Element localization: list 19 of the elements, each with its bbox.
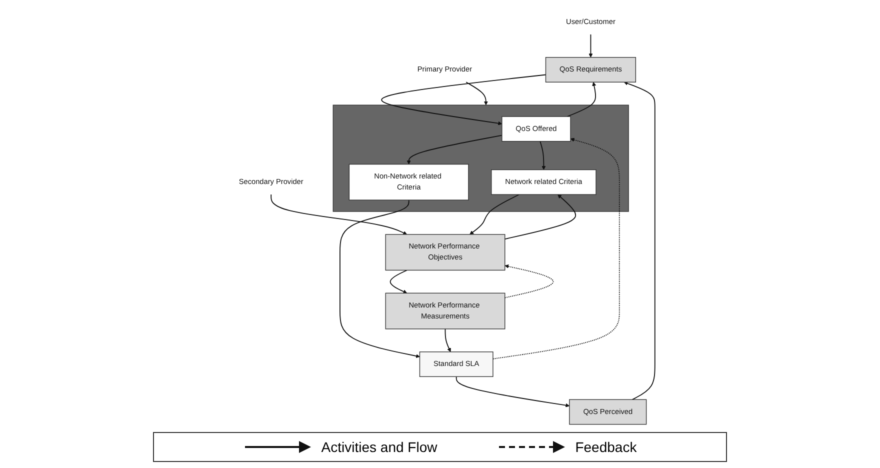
arrow (504, 194, 576, 240)
arrow (406, 134, 502, 164)
arrow (456, 376, 570, 408)
arrow (390, 270, 408, 294)
arrow (444, 328, 451, 352)
arrow (470, 194, 520, 235)
arrow (381, 74, 546, 126)
arrow (466, 82, 488, 106)
arrow (624, 82, 656, 400)
legend-label: Feedback (575, 439, 637, 455)
cluster (332, 104, 629, 212)
arrow (566, 82, 596, 117)
arrow (340, 200, 420, 358)
arrow (270, 194, 408, 235)
arrow (540, 140, 546, 170)
arrow (588, 34, 593, 58)
arrow (504, 264, 554, 298)
legend-label: Activities and Flow (321, 439, 438, 455)
arrow (492, 138, 620, 360)
